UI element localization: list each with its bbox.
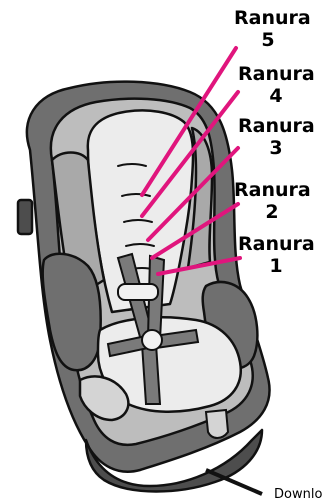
slot-labels: Ranura 5 Ranura 4 Ranura 3 Ranura 2 Ranu…	[234, 7, 315, 277]
label-1-word: Ranura	[238, 233, 315, 255]
chest-clip	[118, 284, 158, 300]
label-5-number: 5	[261, 29, 274, 51]
label-4-number: 4	[269, 85, 282, 107]
watermark-text: Downlo	[274, 487, 322, 502]
label-2-number: 2	[265, 201, 278, 223]
label-4-word: Ranura	[238, 63, 315, 85]
front-adjuster	[206, 410, 228, 438]
label-5-word: Ranura	[234, 7, 311, 29]
crotch-strap	[142, 344, 160, 404]
left-armrest	[43, 254, 101, 370]
harness-buckle	[142, 330, 162, 350]
label-3-word: Ranura	[238, 115, 315, 137]
left-belt-clip	[18, 200, 32, 234]
label-2-word: Ranura	[234, 179, 311, 201]
label-1-number: 1	[269, 255, 282, 277]
label-3-number: 3	[269, 137, 282, 159]
